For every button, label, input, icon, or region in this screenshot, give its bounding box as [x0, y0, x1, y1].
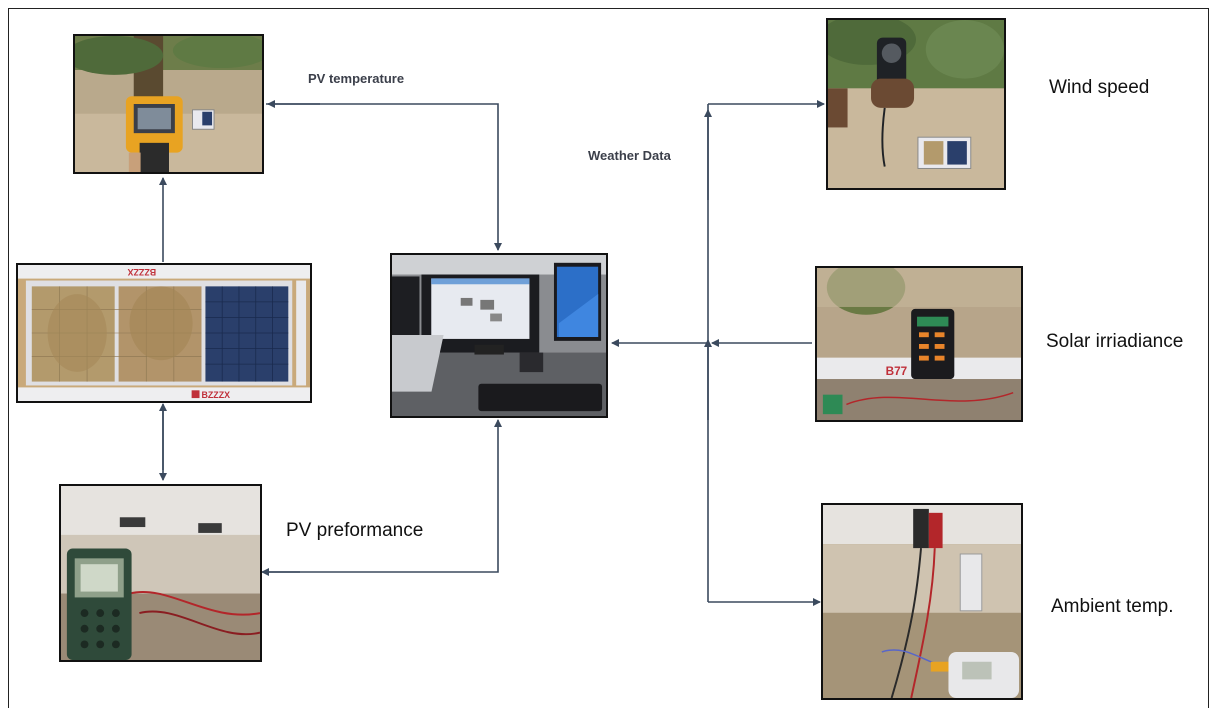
label-pv-performance: PV preformance: [286, 520, 424, 541]
thermal-camera-photo: [73, 34, 264, 174]
label-weather-data: Weather Data: [588, 148, 671, 163]
arrow-pvtemp-to-computer: [266, 103, 502, 251]
ambient-thermometer-photo: [821, 503, 1023, 700]
diagram-frame: [8, 8, 1209, 708]
svg-text:BZZZX: BZZZX: [201, 390, 230, 400]
arrow-performance-to-computer: [264, 419, 502, 573]
label-ambient-temp: Ambient temp.: [1051, 596, 1174, 617]
label-wind-speed: Wind speed: [1049, 77, 1150, 98]
label-solar-irradiance: Solar irriadiance: [1046, 331, 1184, 352]
anemometer-photo: [826, 18, 1006, 190]
svg-text:B77: B77: [886, 365, 908, 378]
solar-panel-photo: BZZZX BZZZX: [16, 263, 312, 403]
svg-text:BZZZX: BZZZX: [127, 267, 156, 277]
pv-analyzer-photo: [59, 484, 262, 662]
label-pv-temperature: PV temperature: [308, 71, 405, 86]
irradiance-meter-photo: B77: [815, 266, 1023, 422]
computer-workstation-photo: [390, 253, 608, 418]
